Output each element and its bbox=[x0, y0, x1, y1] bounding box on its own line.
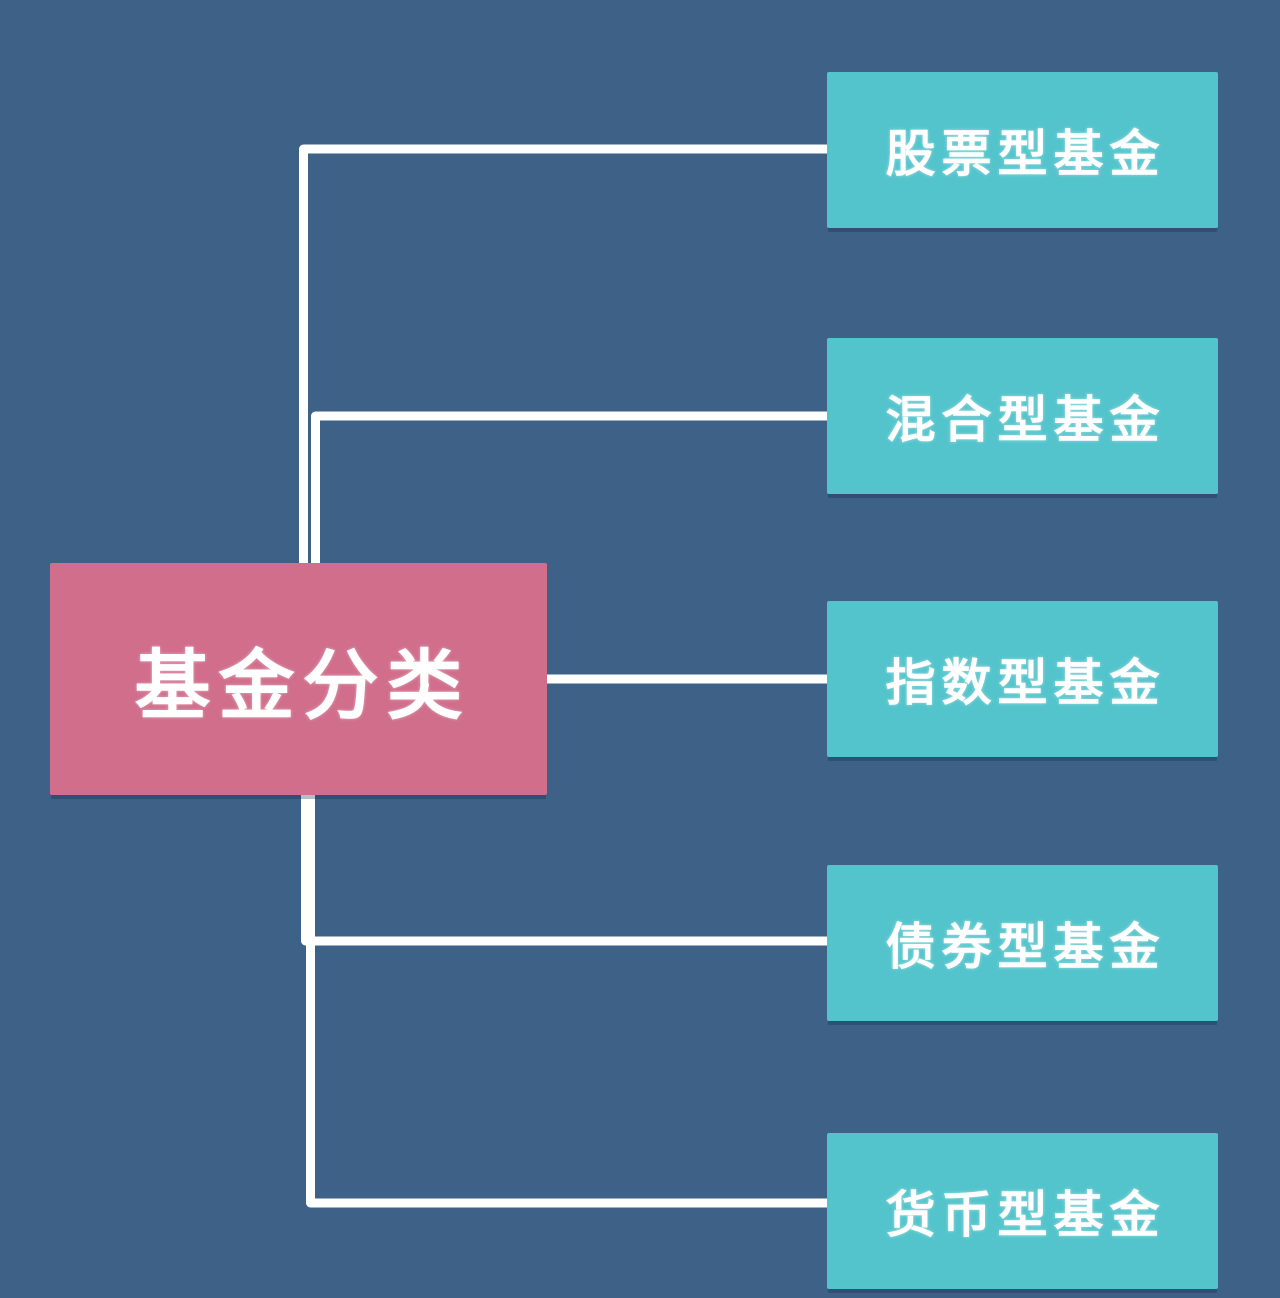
child-node-mixed-fund[interactable]: 混合型基金 bbox=[827, 338, 1218, 494]
root-node-fund-classification[interactable]: 基金分类 bbox=[50, 563, 547, 795]
connector-mixed-fund bbox=[311, 411, 828, 575]
child-node-money-fund[interactable]: 货币型基金 bbox=[827, 1133, 1218, 1289]
child-node-bond-fund[interactable]: 债券型基金 bbox=[827, 865, 1218, 1021]
connector-stock-fund bbox=[299, 144, 828, 575]
root-node-label: 基金分类 bbox=[134, 641, 471, 730]
child-node-label: 指数型基金 bbox=[885, 654, 1166, 712]
connector-money-fund bbox=[306, 785, 828, 1208]
child-node-index-fund[interactable]: 指数型基金 bbox=[827, 601, 1218, 757]
child-node-label: 货币型基金 bbox=[885, 1186, 1166, 1244]
child-node-label: 债券型基金 bbox=[885, 918, 1166, 976]
child-node-label: 混合型基金 bbox=[885, 391, 1166, 449]
connector-bond-fund bbox=[301, 785, 828, 946]
child-node-stock-fund[interactable]: 股票型基金 bbox=[827, 72, 1218, 228]
child-node-label: 股票型基金 bbox=[885, 125, 1166, 183]
